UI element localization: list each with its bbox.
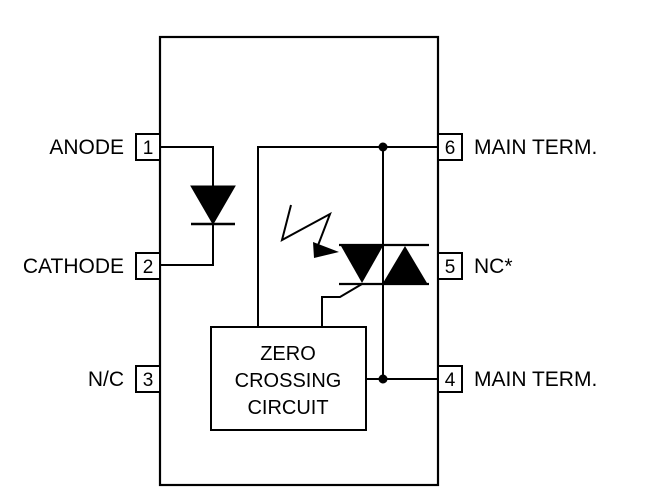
pin-5-box (437, 252, 463, 280)
zero-crossing-box (210, 326, 367, 431)
light-arrow-head-icon (313, 242, 339, 258)
pin-6-label: MAIN TERM. (474, 136, 597, 159)
pin-3-box (135, 365, 161, 393)
zc-line-1: ZERO (260, 343, 316, 365)
pin-2-box (135, 252, 161, 280)
junction-dot-top (378, 142, 388, 152)
pin-1-box (135, 133, 161, 161)
triac-gate-wire (321, 283, 363, 327)
pin-4-label: MAIN TERM. (474, 368, 597, 391)
pin-5-label: NC* (474, 255, 513, 278)
pin-3-label: N/C (88, 368, 124, 391)
pin-4-number: 4 (445, 370, 456, 391)
pin-6-number: 6 (445, 138, 456, 159)
led-diode-icon (190, 185, 236, 225)
pin-1-label: ANODE (49, 136, 124, 159)
triac-right-triangle-icon (383, 246, 427, 283)
pin-3-number: 3 (143, 370, 154, 391)
pin-5-number: 5 (445, 257, 456, 278)
anode-wire (160, 146, 214, 186)
pin-1-number: 1 (143, 138, 154, 159)
pin6-to-zc-wire (257, 146, 438, 327)
pin-2-label: CATHODE (23, 255, 124, 278)
light-emission-zigzag (280, 204, 332, 249)
pin-2-number: 2 (143, 257, 154, 278)
cathode-wire (160, 224, 214, 266)
zc-line-2: CROSSING (235, 370, 342, 392)
zc-line-3: CIRCUIT (247, 397, 328, 419)
triac-left-triangle-icon (341, 246, 383, 283)
